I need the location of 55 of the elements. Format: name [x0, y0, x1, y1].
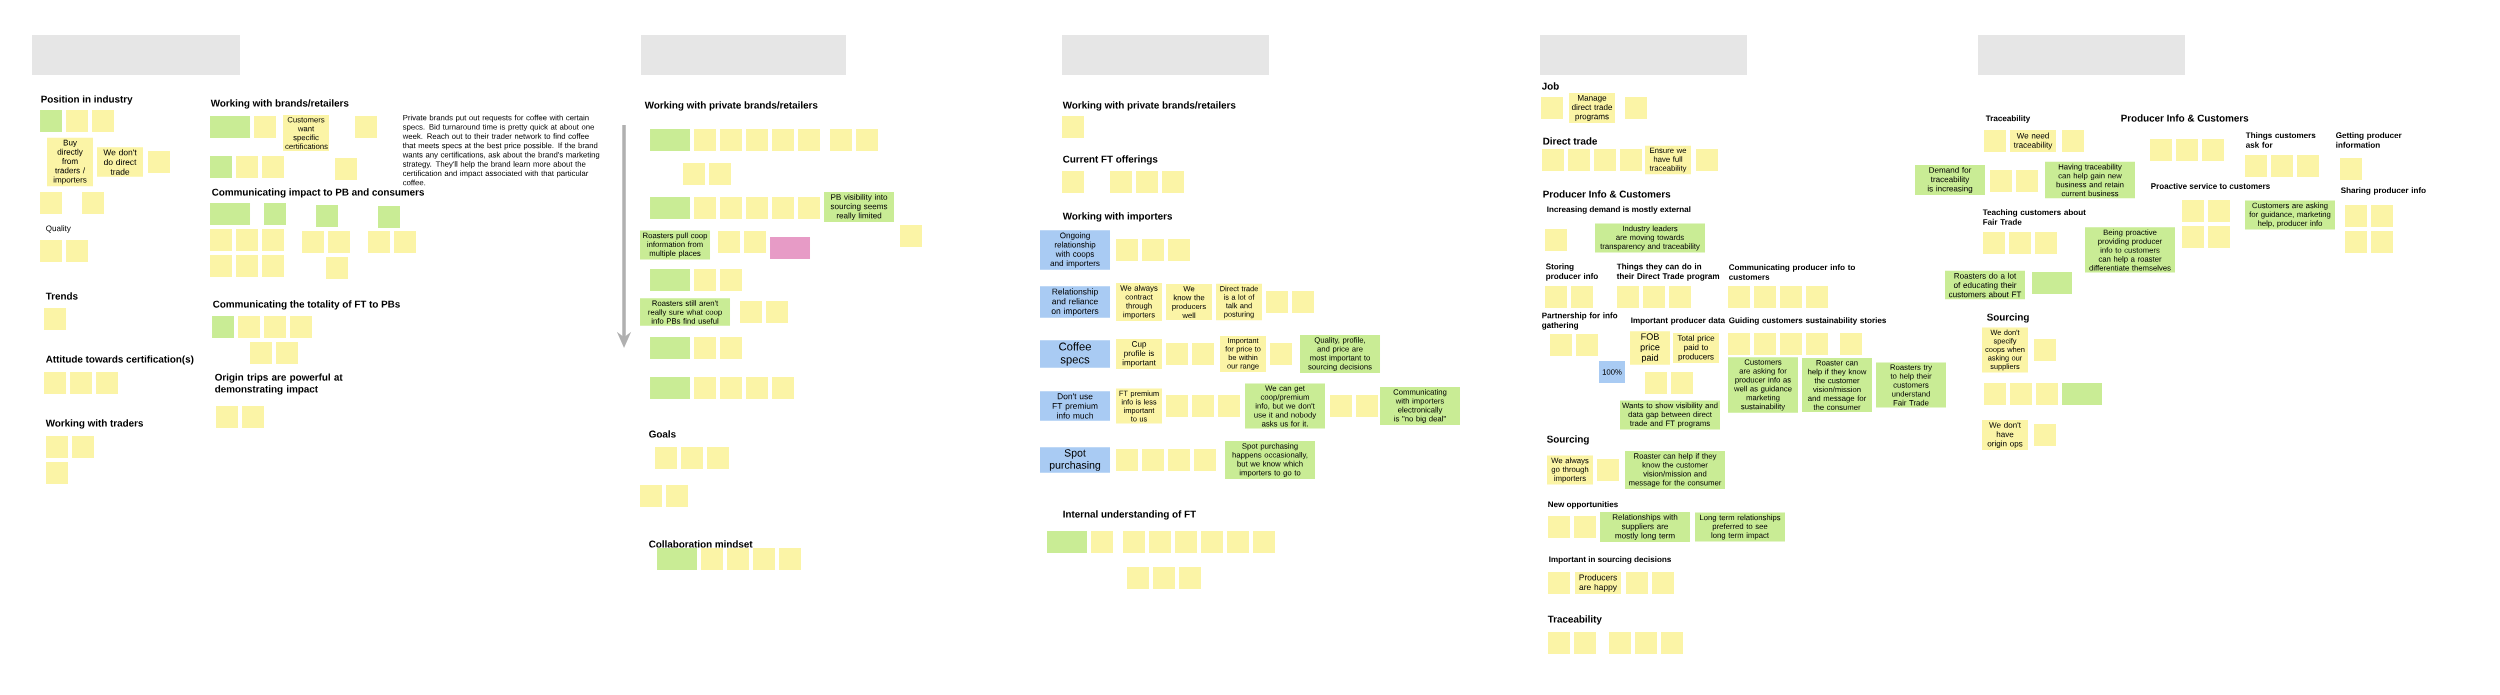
- subheading: Important producer data: [1631, 317, 1726, 325]
- section-heading: Collaboration mindset: [649, 540, 753, 548]
- section-heading: Communicating impact to PB and consumers: [212, 188, 424, 198]
- sticky-note: Coffee specs: [1040, 340, 1110, 368]
- section-heading: Producer Info & Customers: [1543, 190, 1671, 198]
- subheading: Guiding customers sustainability stories: [1729, 317, 1887, 325]
- subheading: Teaching customers about Fair Trade: [1982, 209, 2086, 225]
- subheading: Communicating producer info to customers: [1729, 264, 1856, 280]
- subheading: Increasing demand is mostly external: [1547, 206, 1691, 214]
- sticky-note: We don't have origin ops: [1982, 419, 2028, 451]
- subheading: Things they can do in their Direct Trade program: [1616, 263, 1720, 281]
- subheading: Important in sourcing decisions: [1549, 556, 1672, 564]
- section-heading: Current FT offerings: [1063, 155, 1158, 165]
- sticky-note: Manage direct trade programs: [1569, 93, 1615, 123]
- section-heading: Job: [1541, 82, 1559, 90]
- subheading: Getting producer information: [2336, 132, 2402, 148]
- sticky-note: Don't use FT premium info much: [1040, 391, 1110, 421]
- section-heading: Attitude towards certification(s): [45, 355, 194, 365]
- section-heading: Sourcing: [1987, 313, 2029, 323]
- subheading: Sharing producer info: [2340, 187, 2426, 195]
- section-heading: Producer Info & Customers: [2121, 114, 2249, 122]
- sticky-note: We don't do direct trade: [97, 147, 143, 177]
- section-heading: Working with traders: [45, 419, 143, 429]
- sticky-note: We need traceability: [2010, 130, 2056, 152]
- sticky-note: Buy directly from traders / importers: [47, 137, 94, 187]
- subheading: Storing producer info: [1545, 263, 1598, 281]
- section-heading: Goals: [649, 430, 676, 438]
- section-heading: Internal understanding of FT: [1063, 510, 1196, 520]
- section-heading: Working with private brands/retailers: [644, 101, 818, 111]
- subheading: Things customers ask for: [2245, 132, 2316, 148]
- sticky-note: Relationships with suppliers are mostly long term: [1600, 511, 1690, 543]
- sticky-note: Spot purchasing: [1040, 447, 1110, 473]
- section-heading: Position in industry: [41, 95, 133, 105]
- section-heading: Sourcing: [1547, 435, 1589, 445]
- sticky-note: Relationship and reliance on importers: [1040, 286, 1110, 318]
- subheading: Quality: [46, 225, 71, 233]
- section-heading: Working with private brands/retailers: [1062, 101, 1236, 111]
- section-heading: Direct trade: [1543, 137, 1598, 145]
- sticky-note: FOB price paid: [1630, 331, 1670, 365]
- subheading: Partnership for info gathering: [1542, 312, 1618, 330]
- section-heading: Communicating the totality of FT to PBs: [213, 300, 400, 310]
- sticky-note: Producers are happy: [1575, 572, 1621, 594]
- sticky-note: Ongoing relationship with coops and importers: [1040, 230, 1110, 270]
- sticky-note: Cup profile is important: [1116, 339, 1162, 369]
- section-heading: Origin trips are powerful at demonstrating impact: [215, 373, 343, 395]
- sticky-note: Total price paid to producers: [1673, 332, 1719, 364]
- subheading: New opportunities: [1548, 501, 1618, 509]
- subheading: Proactive service to customers: [2151, 183, 2270, 189]
- section-heading: Traceability: [1547, 615, 1602, 625]
- sticky-note: Demand for traceability is increasing: [1915, 164, 1985, 196]
- subheading: Traceability: [1985, 115, 2031, 123]
- sticky-note: PB visibility into sourcing seems really limited: [824, 191, 894, 223]
- section-heading: Working with importers: [1062, 212, 1173, 222]
- sticky-note: Roasters do a lot of educating their customers about FT: [1945, 270, 2025, 300]
- section-heading: Trends: [45, 292, 78, 300]
